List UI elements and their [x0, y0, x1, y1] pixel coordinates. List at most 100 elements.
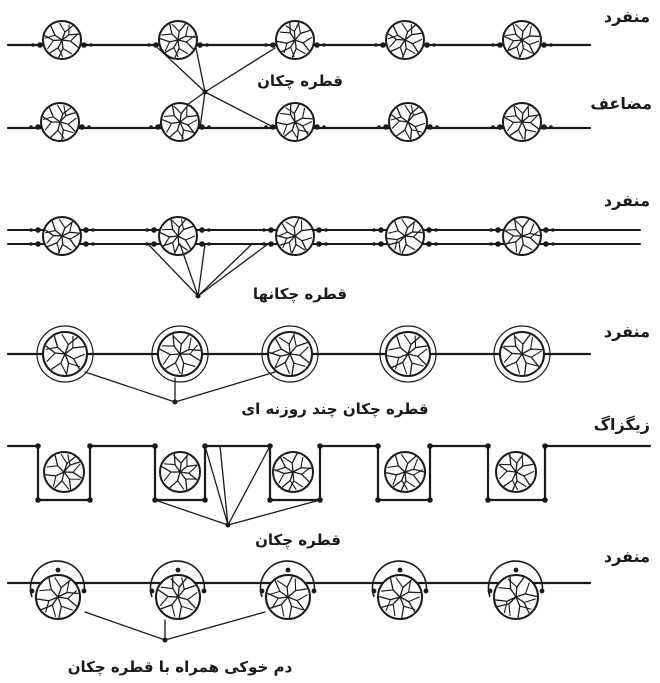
emitter-dot-icon: [426, 227, 432, 233]
tree-canopy-icon: [145, 217, 211, 255]
emitter-dot-icon: [495, 241, 501, 247]
connector-line: [228, 446, 270, 525]
row-3-twin-lateral: منفرد: [8, 191, 650, 255]
emitter-dot-icon: [495, 227, 501, 233]
emitter-dot-icon: [427, 443, 433, 449]
tree-canopy-icon: [491, 103, 553, 141]
emitter-dot-icon: [207, 242, 211, 246]
emitter-dot-icon: [551, 228, 555, 232]
emitter-dot-icon: [424, 42, 430, 48]
emitter-dot-icon: [324, 242, 328, 246]
row-5-type-label: زیگزاگ: [594, 415, 650, 434]
emitter-dot-icon: [426, 241, 432, 247]
tree-canopy-icon: [372, 561, 429, 619]
emitter-dot-icon: [312, 589, 317, 594]
emitter-dot-icon: [488, 589, 493, 594]
emitter-dot-icon: [267, 497, 273, 503]
branch: [164, 464, 175, 465]
emitter-dot-icon: [83, 227, 89, 233]
tree-canopy-icon: [264, 21, 326, 59]
branch: [164, 116, 174, 117]
emitter-dot-icon: [432, 43, 436, 47]
emitter-dot-icon: [91, 228, 95, 232]
emitter-dot-icon: [549, 43, 553, 47]
tree-canopy-icon: [262, 217, 328, 255]
row-4-multi-outlet-lateral: منفرد: [8, 322, 650, 382]
emitter-dot-icon: [30, 589, 35, 594]
emitter-dot-icon: [81, 42, 87, 48]
emitter-dot-icon: [372, 228, 376, 232]
emitter-dot-icon: [427, 124, 433, 130]
emitter-dot-icon: [491, 43, 495, 47]
row-2-type-label: مضاعف: [590, 94, 652, 113]
row-6-dripper-label: دم خوکی همراه با قطره چکان: [68, 658, 293, 677]
emitter-dot-icon: [542, 497, 548, 503]
emitter-dot-icon: [260, 589, 265, 594]
emitter-dot-icon: [324, 228, 328, 232]
emitter-dot-icon: [491, 125, 495, 129]
connector-line: [85, 612, 165, 640]
emitter-dot-icon: [541, 124, 547, 130]
emitter-dot-icon: [398, 568, 403, 573]
emitter-dot-icon: [199, 241, 205, 247]
emitter-dot-icon: [83, 241, 89, 247]
tree-canopy-icon: [264, 103, 326, 141]
tree-canopy-icon: [260, 561, 317, 619]
emitter-dot-icon: [380, 42, 386, 48]
emitter-dot-icon: [149, 125, 153, 129]
emitter-dot-icon: [378, 227, 384, 233]
emitter-dot-icon: [91, 242, 95, 246]
emitter-dot-icon: [35, 227, 41, 233]
emitter-dot-icon: [207, 228, 211, 232]
tree-canopy-icon: [147, 21, 209, 59]
emitter-dot-icon: [541, 42, 547, 48]
emitter-dot-icon: [316, 241, 322, 247]
emitter-dot-icon: [485, 497, 491, 503]
tree-canopy-icon: [491, 21, 553, 59]
emitter-dot-icon: [434, 228, 438, 232]
tree-canopy-icon: [494, 326, 550, 382]
tree-canopy-icon: [372, 217, 438, 255]
emitter-dot-icon: [197, 42, 203, 48]
tree-canopy-icon: [385, 452, 425, 492]
row-5-zigzag-lateral: زیگزاگ: [8, 415, 650, 503]
tree-canopy-icon: [160, 452, 200, 492]
emitter-dot-icon: [31, 43, 35, 47]
connector-line: [228, 500, 320, 525]
emitter-dot-icon: [87, 125, 91, 129]
emitter-dot-icon: [150, 589, 155, 594]
emitter-dot-icon: [489, 228, 493, 232]
connector-node: [196, 294, 201, 299]
tree-canopy-icon: [489, 217, 555, 255]
tree-canopy-icon: [29, 217, 95, 255]
emitter-dot-icon: [145, 228, 149, 232]
emitter-dot-icon: [153, 42, 159, 48]
connector-node: [173, 400, 178, 405]
tree-canopy-icon: [149, 103, 211, 141]
emitter-dot-icon: [56, 568, 61, 573]
emitter-dot-icon: [286, 568, 291, 573]
tree-canopy-icon: [488, 561, 545, 619]
row-6-pigtail-lateral: منفرد: [8, 547, 650, 619]
emitter-dot-icon: [155, 124, 161, 130]
emitter-dot-icon: [542, 443, 548, 449]
emitter-dot-icon: [316, 227, 322, 233]
emitter-dot-icon: [270, 42, 276, 48]
emitter-dot-icon: [514, 568, 519, 573]
emitter-dot-icon: [35, 124, 41, 130]
connector-line: [198, 244, 205, 296]
row-1-dripper-label: قطره چکان: [257, 72, 343, 91]
emitter-dot-icon: [82, 589, 87, 594]
emitter-dot-icon: [205, 43, 209, 47]
emitter-dot-icon: [489, 242, 493, 246]
emitter-dot-icon: [549, 125, 553, 129]
emitter-dot-icon: [424, 589, 429, 594]
emitter-dot-icon: [37, 42, 43, 48]
row-2-double-lateral: مضاعف: [8, 94, 652, 141]
emitter-dot-icon: [435, 125, 439, 129]
emitter-dot-icon: [176, 568, 181, 573]
emitter-dot-icon: [87, 443, 93, 449]
emitter-dot-icon: [268, 241, 274, 247]
connector-node: [203, 90, 208, 95]
tree-canopy-icon: [29, 103, 91, 141]
